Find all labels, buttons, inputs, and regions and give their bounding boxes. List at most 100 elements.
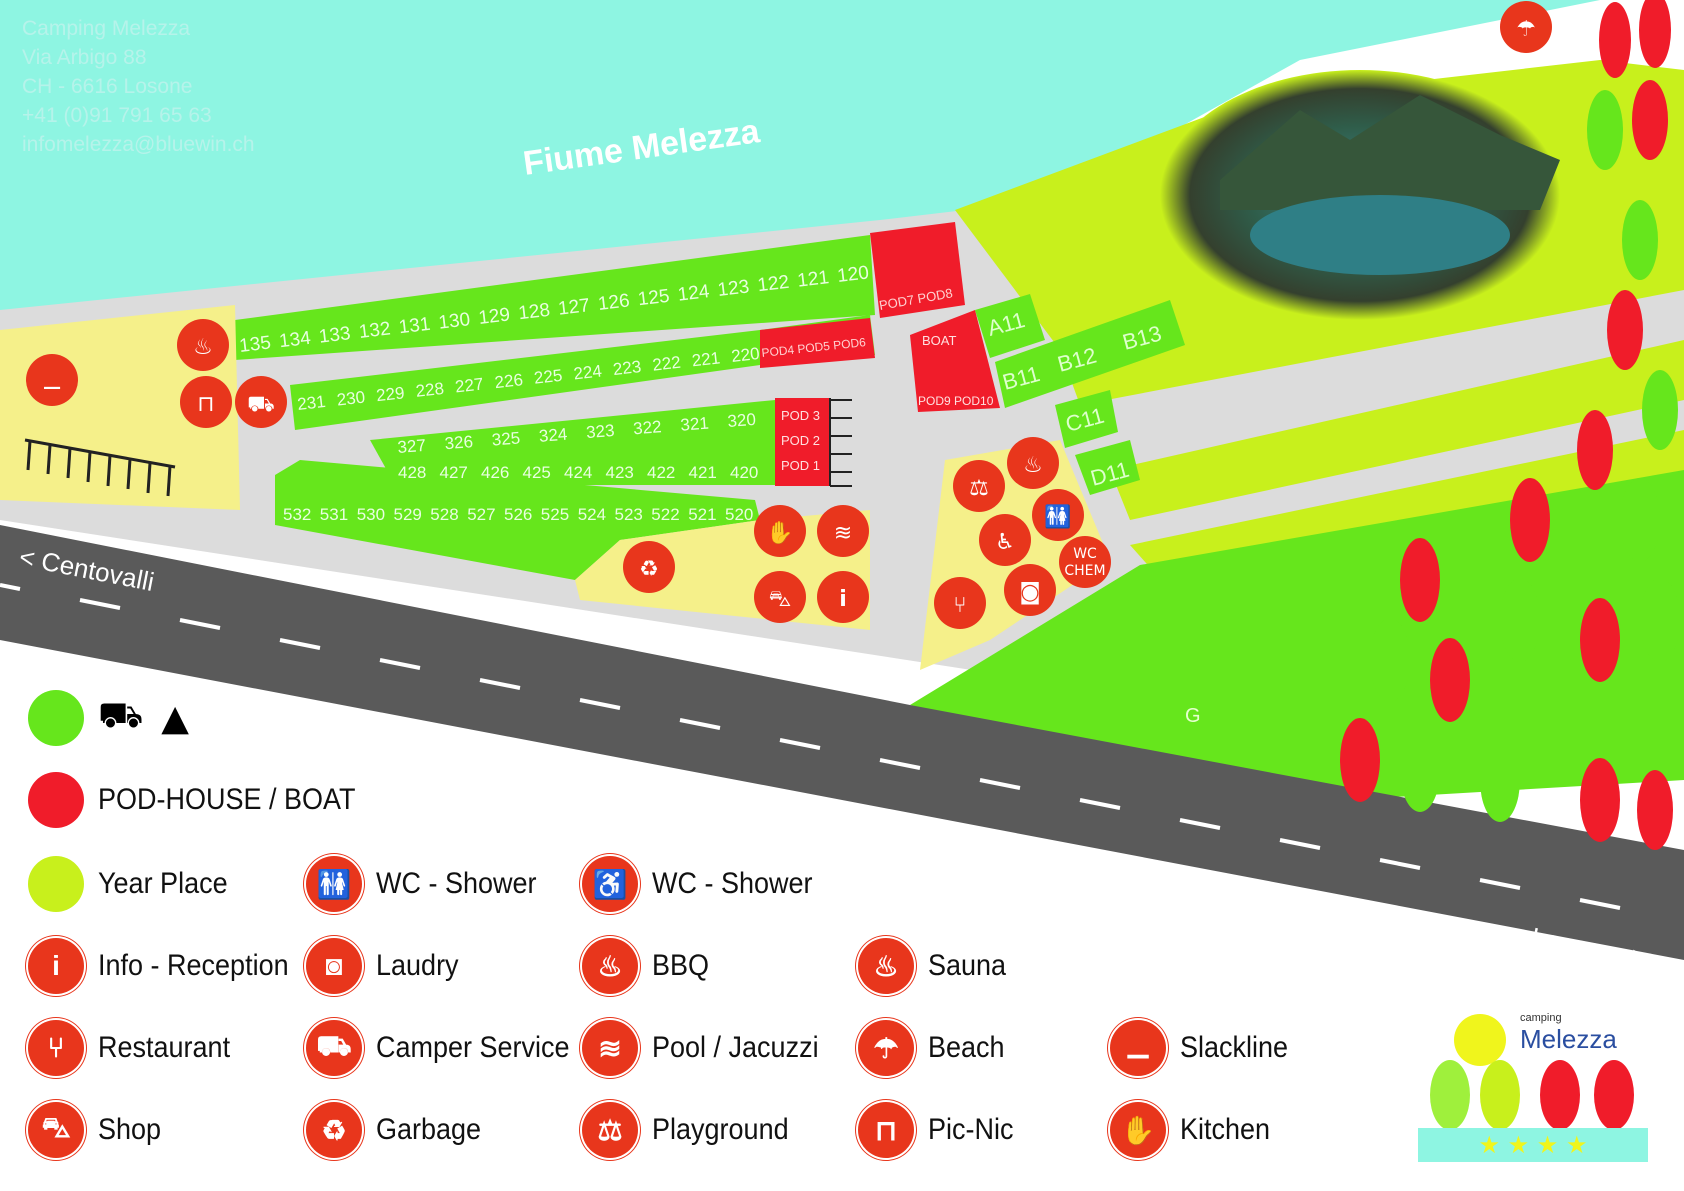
legend-camper-service: ⛟ Camper Service [306,1020,591,1076]
svg-text:CHEM: CHEM [1064,563,1105,579]
pitch-number: 229 [375,383,405,405]
contact-street: Via Arbigo 88 [22,46,147,69]
pitch-number: 420 [730,463,758,482]
pitch-number: 132 [358,318,392,343]
pitch-c11 [1055,390,1118,448]
svg-text:POD 1: POD 1 [781,458,820,473]
legend-label: Playground [652,1113,789,1146]
pitch-number: 128 [517,300,551,325]
fire-icon: ♨ [582,938,638,994]
pitch-number: 226 [494,370,524,392]
pitch-number: 323 [585,421,615,442]
umbrella-icon: ☂ [1516,17,1536,42]
legend-label: Shop [98,1113,162,1146]
green-swatch [28,690,84,746]
pitch-row-100 [235,235,875,360]
pitch-number: 425 [523,463,551,482]
pitch-row-300-400 [370,400,775,485]
legend-label: WC - Shower [376,867,537,900]
legend-bbq: ♨ BBQ [582,938,715,994]
legend-label: Beach [928,1031,1005,1064]
road-dashes [0,583,1621,910]
pitch-number: 121 [796,267,830,292]
logo-sun [1454,1014,1506,1066]
red-swatch [28,772,84,828]
legend-wc-shower-2: ♿ WC - Shower [582,856,830,912]
pitch-row-200 [290,315,875,430]
logo-stars: ★ ★ ★ ★ [1478,1131,1588,1159]
pitch-number: 427 [440,463,468,482]
legend-label: Laudry [376,949,459,982]
legend-label: Restaurant [98,1031,231,1064]
svg-text:POD 2: POD 2 [781,433,820,448]
pitch-number: 530 [357,505,385,524]
picnic-table-icon: ⊓ [197,392,214,417]
logo-name: Melezza [1520,1024,1617,1054]
pitch-number: 532 [283,505,311,524]
swimmer-icon: ≋ [582,1020,638,1076]
legend-info: i Info - Reception [28,938,310,994]
pitch-number: 129 [477,304,511,329]
logo-tree [1480,1060,1520,1130]
legend-restaurant: ⑂ Restaurant [28,1020,245,1076]
pitch-number: 221 [691,348,721,370]
pitch-number: 220 [730,344,760,366]
parking-lines [24,438,176,497]
pitch-number: 222 [651,353,681,375]
legend-label: BBQ [652,949,710,982]
pitch-number: 527 [467,505,495,524]
road [0,525,1684,960]
pitch-number: 134 [278,328,312,353]
legend-camper-tent: ⛟ ▲ [28,690,189,746]
pitch-number: 120 [836,262,870,287]
pitch-number: 528 [430,505,458,524]
recycle-icon: ♻ [639,557,659,582]
map-icons: ⚊ ♨ ⊓ ⛟ ☂ ♻ ✋ ≋ ⛍ i ⚖ ♨ 🚻 ♿ WC CHEM ◙ ⑂ [26,1,1552,629]
sauna-icon: ♨ [858,938,914,994]
pitch-number: 325 [491,428,521,449]
pitch-number: 526 [504,505,532,524]
contact-email[interactable]: infomelezza@bluewin.ch [22,133,255,156]
info-icon: i [28,938,84,994]
legend-label: Info - Reception [98,949,289,982]
cart-icon: ⛍ [769,587,792,612]
pitch-number: 135 [238,332,272,357]
svg-text:WC: WC [1073,546,1097,562]
pitch-row-500 [275,460,760,580]
pitch-number: 124 [677,281,711,306]
umbrella-icon: ☂ [858,1020,914,1076]
pitch-number: 521 [688,505,716,524]
legend-picnic: ⊓ Pic-Nic [858,1102,1023,1158]
pitch-number: 230 [336,388,366,410]
pitch-number: 126 [597,290,631,315]
pitch-number: 529 [394,505,422,524]
pitch-number: 423 [606,463,634,482]
pod7-8 [870,222,965,318]
slackline-icon: ⚊ [42,370,62,395]
washing-machine-icon: ◙ [306,938,362,994]
legend-label: Pic-Nic [928,1113,1014,1146]
pitch-number: 426 [481,463,509,482]
pitch-number: 523 [615,505,643,524]
fork-knife-icon: ⑂ [953,593,966,618]
pitch-number: 421 [689,463,717,482]
picnic-table-icon: ⊓ [858,1102,914,1158]
logo-tree [1540,1060,1580,1130]
pitch-number: 321 [680,414,710,435]
pitch-b-row [995,300,1185,408]
pitch-number: 422 [647,463,675,482]
logo-small-text: camping [1520,1012,1562,1024]
pitch-number: 327 [397,436,427,457]
contact-info: Camping Melezza Via Arbigo 88 CH - 6616 … [22,14,255,159]
pitch-number: 228 [415,379,445,401]
sauna-icon: ♨ [1023,453,1043,478]
forest [1340,0,1680,850]
pitch-number: 223 [612,357,642,379]
pitch-number: 130 [437,309,471,334]
wc-icon: 🚻 [306,856,362,912]
pitch-number: 125 [637,286,671,311]
